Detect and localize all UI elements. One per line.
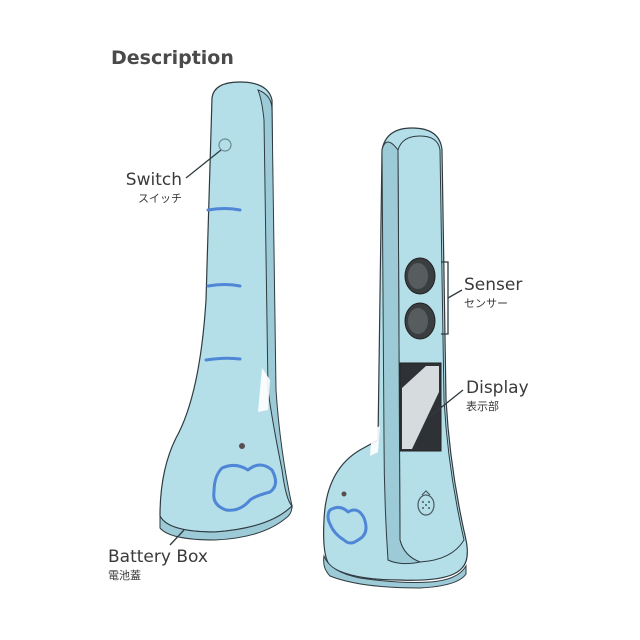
- battery-label-jp: 電池蓋: [108, 569, 141, 582]
- speaker-icon: [417, 494, 435, 516]
- senser-leader: [447, 289, 463, 299]
- battery-label-en: Battery Box: [108, 547, 208, 567]
- right-front-panel: [397, 135, 465, 563]
- display-label: Display 表示部: [466, 378, 556, 414]
- right-highlight: [370, 426, 380, 456]
- right-device: [323, 127, 468, 589]
- senser-label: Senser センサー: [464, 275, 554, 311]
- sensor-top-inner: [408, 263, 428, 289]
- switch-leader: [185, 149, 222, 179]
- right-device-base: [323, 554, 467, 589]
- left-device: [159, 81, 293, 541]
- battery-label: Battery Box 電池蓋: [108, 547, 228, 583]
- left-device-rim: [257, 89, 293, 508]
- display-glare: [402, 366, 439, 449]
- page-title: Description: [111, 47, 234, 69]
- senser-label-en: Senser: [464, 275, 523, 295]
- senser-label-jp: センサー: [464, 297, 508, 310]
- right-face-eye: [341, 491, 347, 497]
- left-highlight: [258, 368, 270, 412]
- right-device-side: [381, 141, 422, 565]
- switch-button[interactable]: [218, 138, 232, 152]
- switch-label: Switch スイッチ: [110, 170, 182, 206]
- switch-label-jp: スイッチ: [138, 192, 182, 205]
- level-line-1: [206, 207, 242, 212]
- left-face-eye: [239, 443, 245, 449]
- left-device-base: [159, 504, 293, 541]
- display-label-jp: 表示部: [466, 400, 499, 413]
- right-face-mouth: [326, 505, 368, 545]
- battery-leader: [169, 529, 185, 546]
- level-line-2: [206, 283, 242, 288]
- display-leader: [427, 389, 464, 419]
- sensor-bottom-inner: [408, 308, 428, 334]
- level-line-3: [204, 356, 242, 362]
- switch-label-en: Switch: [125, 170, 182, 190]
- left-face-mouth: [212, 463, 277, 512]
- display-label-en: Display: [466, 378, 529, 398]
